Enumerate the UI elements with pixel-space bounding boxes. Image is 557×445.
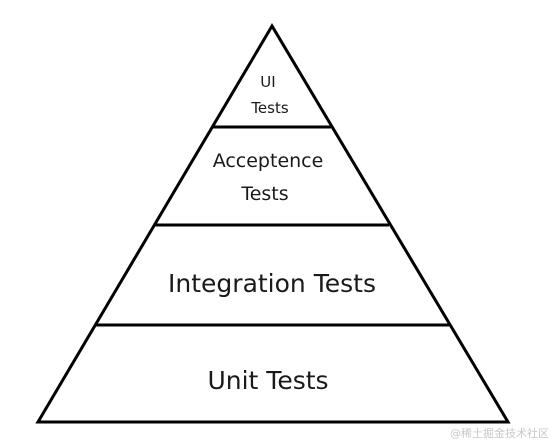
level-acceptance-line-1: Acceptence (213, 150, 324, 172)
level-acceptance-tests: Acceptence Tests (213, 150, 324, 205)
level-ui-line-2: Tests (250, 99, 289, 117)
level-integration-label: Integration Tests (168, 269, 376, 298)
level-acceptance-line-2: Tests (240, 183, 288, 205)
level-ui-line-1: UI (260, 73, 275, 91)
watermark-text: @稀土掘金技术社区 (450, 427, 549, 440)
level-ui-tests: UI Tests (250, 73, 289, 117)
level-integration-tests: Integration Tests (168, 269, 376, 298)
level-unit-tests: Unit Tests (207, 366, 328, 395)
level-unit-label: Unit Tests (207, 366, 328, 395)
